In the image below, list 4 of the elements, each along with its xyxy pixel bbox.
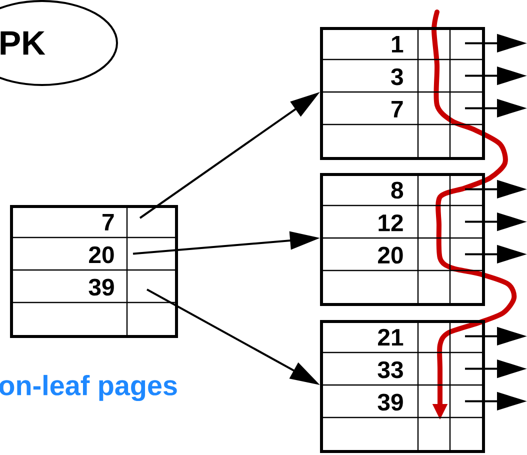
page-table: 1 3 7 (320, 27, 485, 160)
page-table: 21 33 39 (320, 320, 485, 453)
page-table: 8 12 20 (320, 173, 485, 306)
page-table: 7 20 39 (10, 205, 178, 338)
